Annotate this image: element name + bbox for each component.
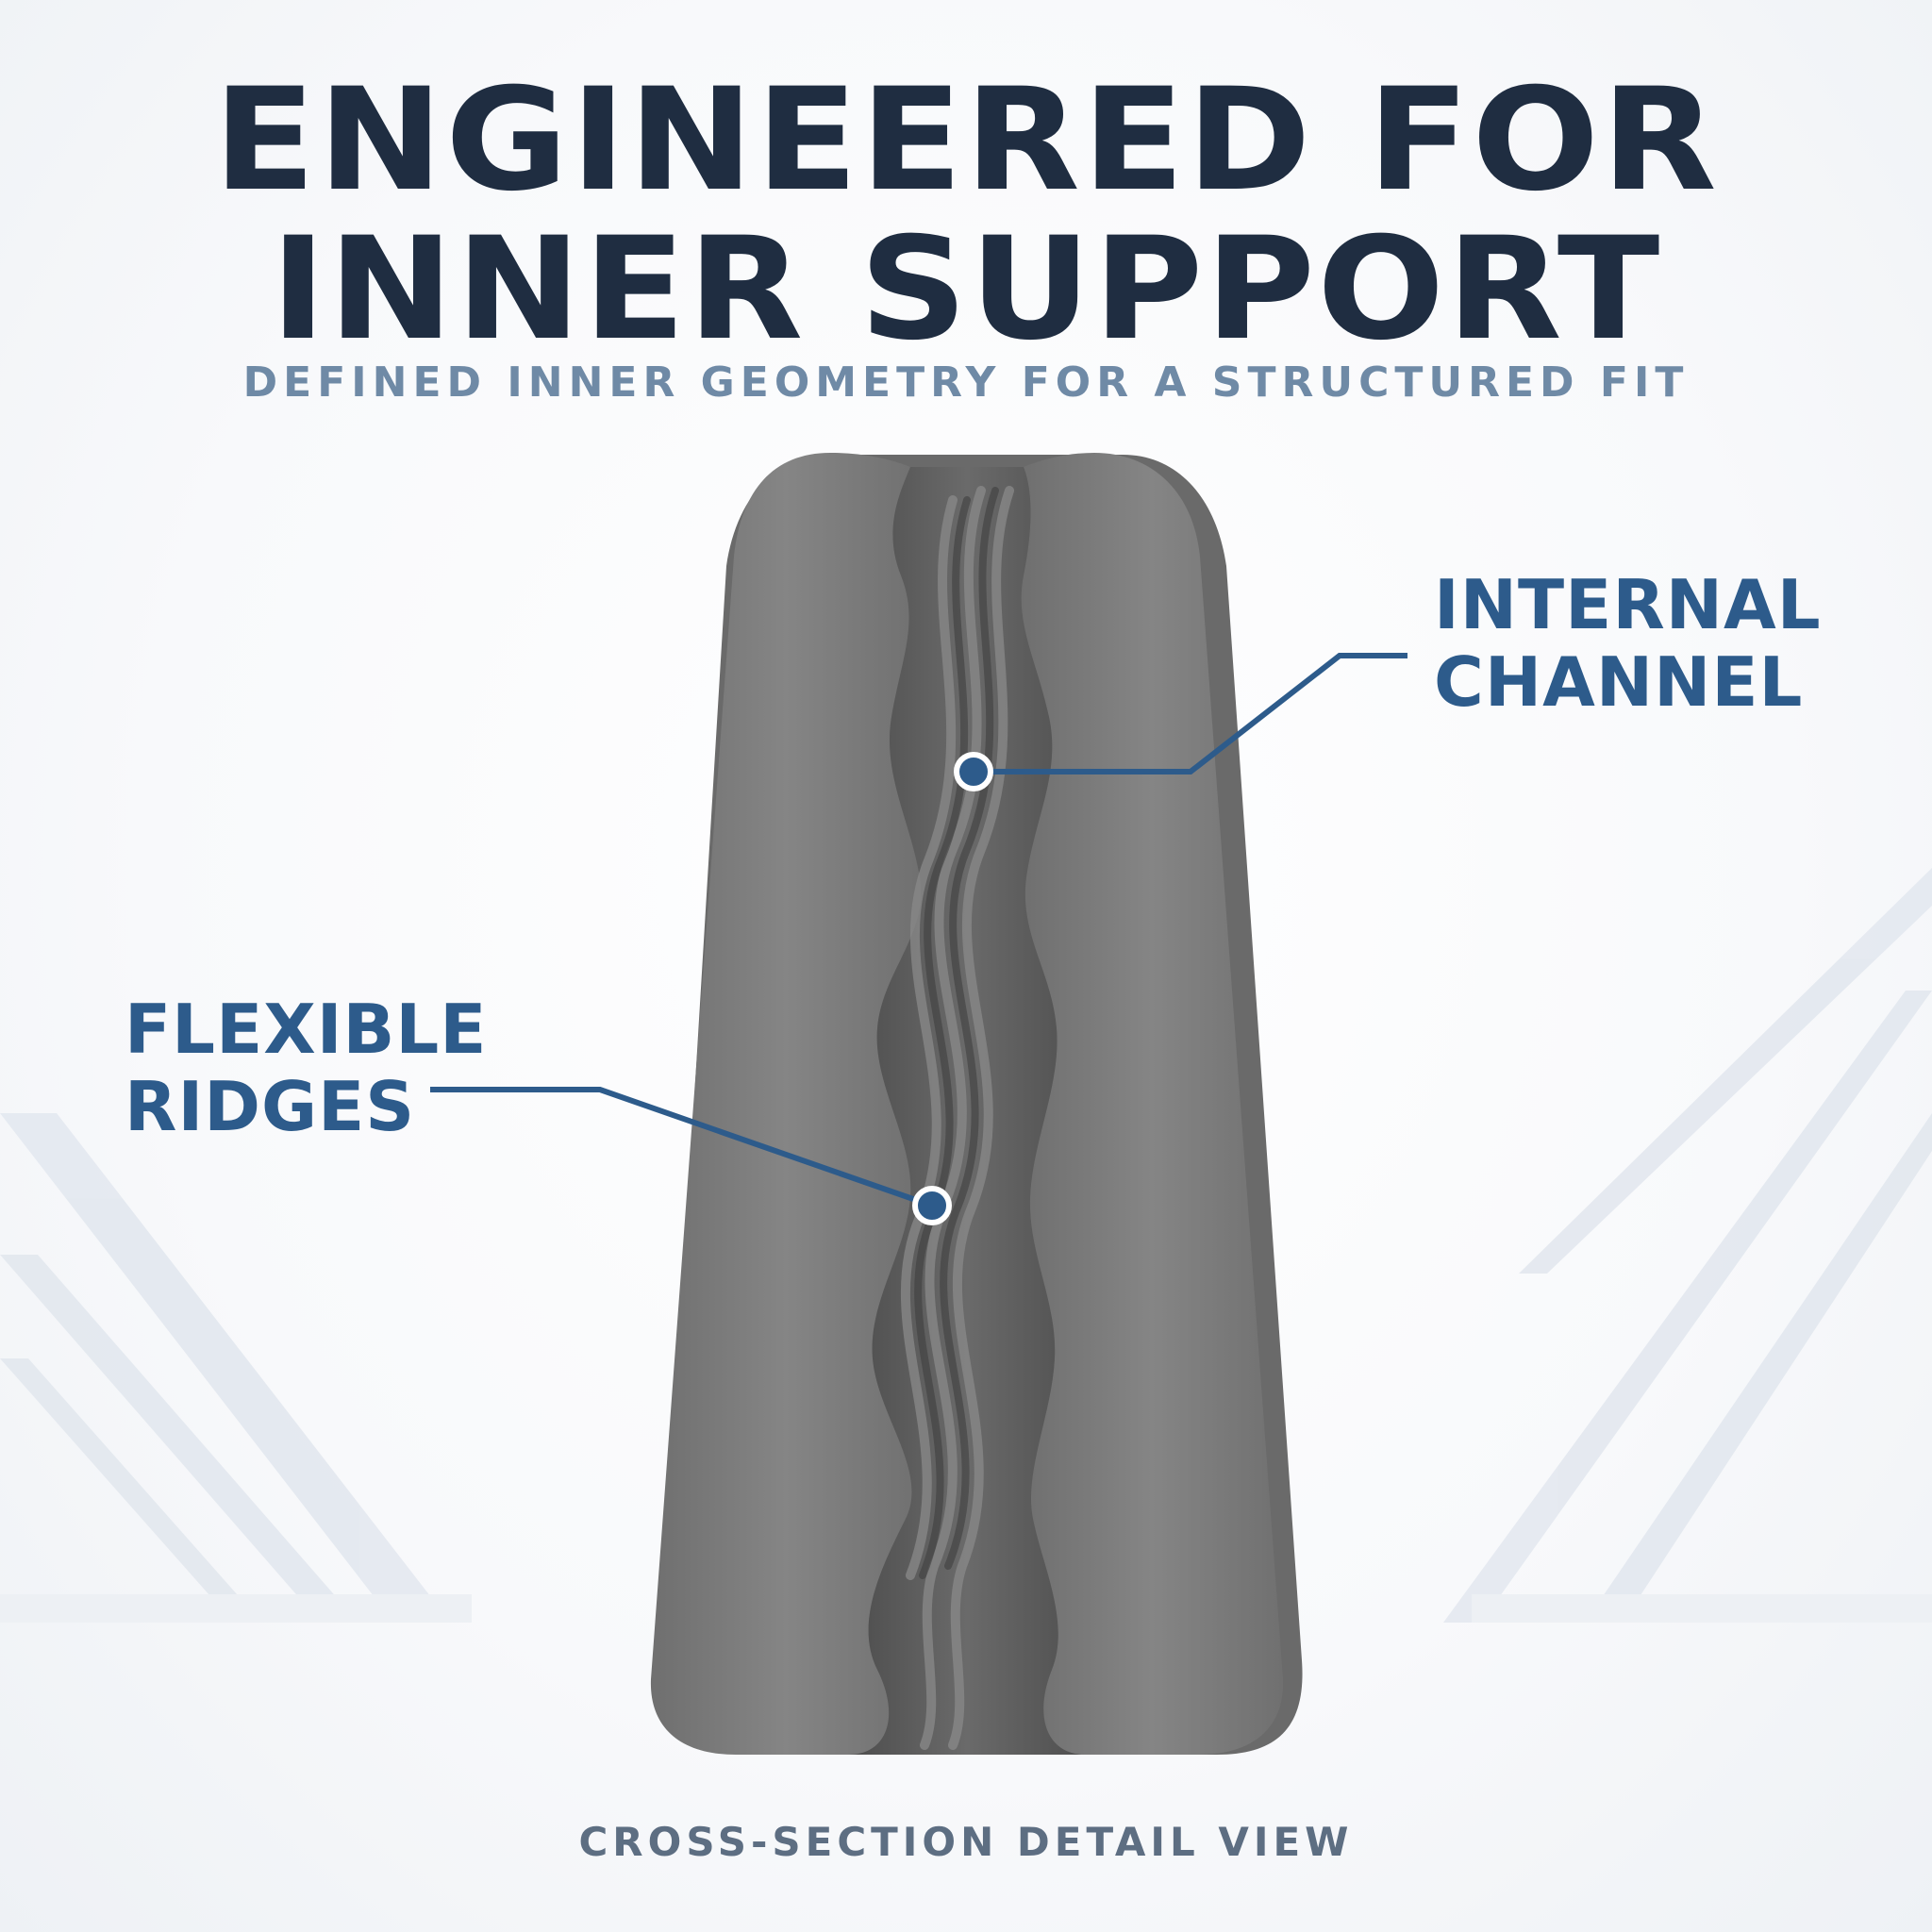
callout-internal-channel-line-1: INTERNAL <box>1434 565 1822 644</box>
callout-flexible-ridges-line-1: FLEXIBLE <box>125 990 488 1069</box>
internal-channel-leader-line <box>972 653 1407 774</box>
subtitle: DEFINED INNER GEOMETRY FOR A STRUCTURED … <box>242 358 1690 407</box>
callout-flexible-ridges-line-2: RIDGES <box>125 1067 416 1146</box>
headline-line-2: INNER SUPPORT <box>270 208 1662 372</box>
flexible-ridges-marker <box>912 1186 952 1225</box>
product-left-half <box>650 453 922 1755</box>
flexible-ridges-leader-line <box>430 1087 933 1208</box>
internal-channel-marker <box>954 752 993 791</box>
headline-line-1: ENGINEERED FOR <box>213 58 1719 223</box>
footer-caption: CROSS-SECTION DETAIL VIEW <box>578 1819 1354 1865</box>
callout-internal-channel: INTERNAL CHANNEL <box>1434 566 1822 721</box>
callout-flexible-ridges: FLEXIBLE RIDGES <box>125 991 488 1145</box>
twisted-ridges <box>900 486 1014 1750</box>
internal-channel-shape <box>849 467 1085 1755</box>
callout-internal-channel-line-2: CHANNEL <box>1434 642 1804 722</box>
product-right-half <box>1021 453 1284 1755</box>
